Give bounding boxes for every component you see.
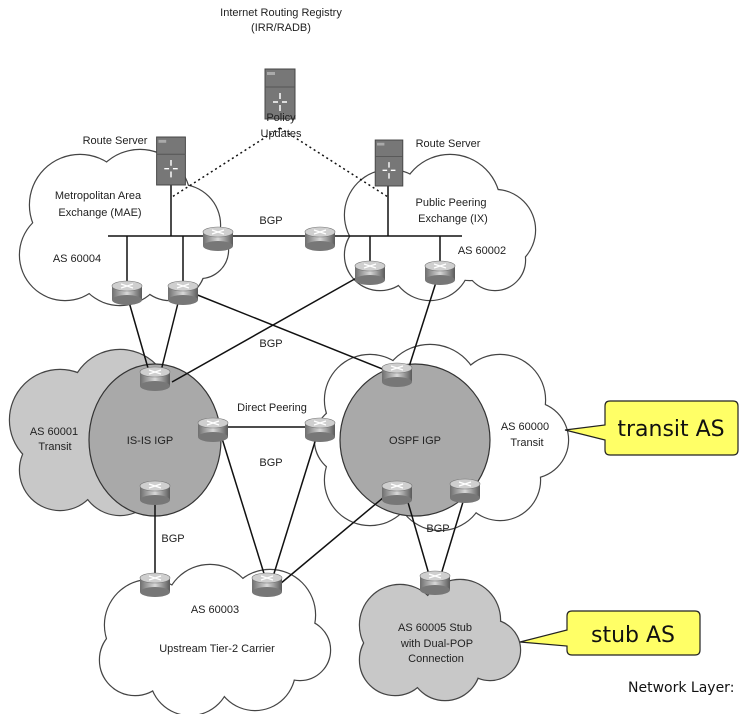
as60005-label-line3: Connection xyxy=(408,653,464,665)
link xyxy=(126,294,151,376)
bgp-router-mae-icon xyxy=(202,226,234,252)
cloud-mae xyxy=(18,148,230,307)
route-server-left-label: Route Server xyxy=(83,135,148,147)
policy-update-link-right xyxy=(279,127,389,198)
link xyxy=(407,275,439,371)
policy-label-line2: Updates xyxy=(261,128,302,140)
as60000-label-line2: Transit xyxy=(510,437,543,449)
as60001-label-line1: AS 60001 xyxy=(30,426,78,438)
route-server-right-label: Route Server xyxy=(416,138,481,150)
footer-label: Network Layer: xyxy=(628,680,734,696)
isis-igp-label: IS-IS IGP xyxy=(127,435,173,447)
stub-as-callout-text: stub AS xyxy=(591,623,675,648)
as60003-label-line2: Upstream Tier-2 Carrier xyxy=(159,643,275,655)
link xyxy=(189,291,391,373)
link xyxy=(171,275,361,383)
bgp-label: BGP xyxy=(259,457,282,469)
router-ospf-bottom-icon xyxy=(381,480,413,506)
policy-label-line1: Policy xyxy=(266,112,296,124)
transit-as-callout: transit AS xyxy=(564,400,739,456)
bgp-router-ix-icon xyxy=(304,226,336,252)
router-as60005-icon xyxy=(419,570,451,596)
cloud-as60005 xyxy=(358,578,522,702)
router-isis-top-icon xyxy=(139,366,171,392)
as60001-label-line2: Transit xyxy=(38,441,71,453)
bgp-label: BGP xyxy=(161,533,184,545)
link xyxy=(279,491,391,585)
router-ix-1-icon xyxy=(354,260,386,286)
router-mae-1-icon xyxy=(111,280,143,306)
as60003-label-line1: AS 60003 xyxy=(191,604,239,616)
cloud-lobe xyxy=(430,200,510,280)
bgp-label: BGP xyxy=(259,215,282,227)
route-server-left-icon xyxy=(155,136,187,186)
router-as60003-1-icon xyxy=(139,572,171,598)
router-as60003-2-icon xyxy=(251,572,283,598)
link xyxy=(404,491,431,579)
router-ospf-bottom-right-icon xyxy=(449,478,481,504)
cloud-lobe xyxy=(160,585,270,695)
as60005-label-line1: AS 60005 Stub xyxy=(398,622,472,634)
stub-as-callout: stub AS xyxy=(519,610,701,656)
registry-label-line2: (IRR/RADB) xyxy=(251,22,311,34)
link xyxy=(159,294,181,376)
cloud-lobe xyxy=(395,595,485,685)
router-ospf-top-icon xyxy=(381,362,413,388)
cloud-lobe xyxy=(50,185,150,285)
link xyxy=(271,431,319,581)
bgp-label: BGP xyxy=(426,523,449,535)
ix-label-line2: Exchange (IX) xyxy=(418,213,488,225)
cloud-as60003 xyxy=(98,563,332,714)
cloud-ix xyxy=(343,153,537,302)
router-mae-2-icon xyxy=(167,280,199,306)
cloud-lobe xyxy=(100,625,170,695)
mae-label-line2: Exchange (MAE) xyxy=(58,207,141,219)
link xyxy=(439,491,467,579)
policy-update-link-left xyxy=(171,127,281,198)
as60000-label-line1: AS 60000 xyxy=(501,421,549,433)
mae-label-line1: Metropolitan Area xyxy=(55,190,142,202)
route-server-right-icon xyxy=(374,139,404,187)
registry-label-line1: Internet Routing Registry xyxy=(220,7,342,19)
router-ix-2-icon xyxy=(424,260,456,286)
router-ospf-peering-icon xyxy=(304,417,336,443)
transit-as-callout-text: transit AS xyxy=(617,417,724,442)
bgp-label: BGP xyxy=(259,338,282,350)
direct-peering-label: Direct Peering xyxy=(237,402,307,414)
ix-as-label: AS 60002 xyxy=(458,245,506,257)
ospf-igp-area xyxy=(339,363,491,517)
link xyxy=(219,431,267,581)
router-isis-bottom-icon xyxy=(139,480,171,506)
ospf-igp-label: OSPF IGP xyxy=(389,435,441,447)
router-isis-peering-icon xyxy=(197,417,229,443)
ix-label-line1: Public Peering xyxy=(416,197,487,209)
mae-as-label: AS 60004 xyxy=(53,253,101,265)
as60005-label-line2: with Dual-POP xyxy=(400,638,473,650)
